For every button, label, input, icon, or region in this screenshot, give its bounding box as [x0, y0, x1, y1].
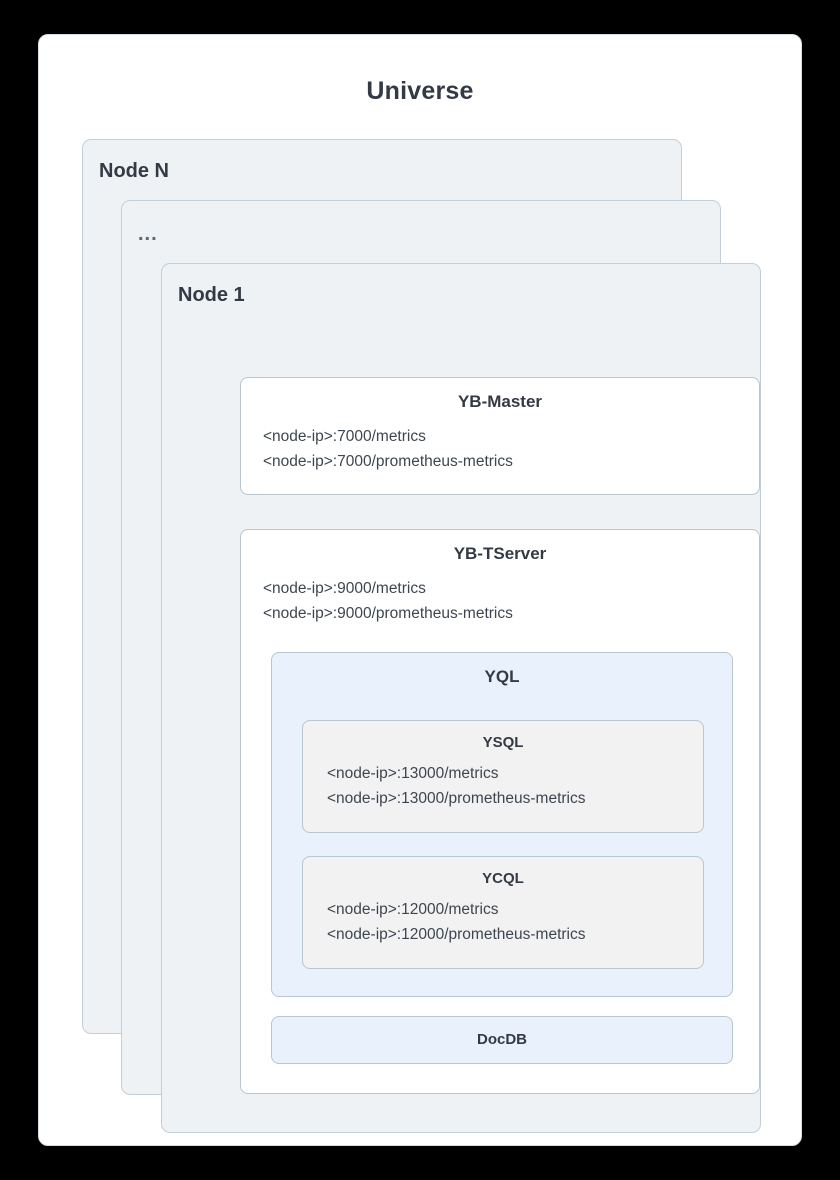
yb-tserver-title: YB-TServer [453, 544, 547, 563]
ysql-title: YSQL [482, 734, 524, 751]
ysql-box[interactable]: YSQL <node-ip>:13000/metrics <node-ip>:1… [302, 720, 704, 833]
endpoint-line: <node-ip>:13000/prometheus-metrics [327, 790, 586, 808]
endpoint-line: <node-ip>:12000/prometheus-metrics [327, 926, 586, 944]
yql-title: YQL [484, 667, 520, 686]
yb-tserver-endpoints: <node-ip>:9000/metrics <node-ip>:9000/pr… [241, 576, 759, 626]
yql-box[interactable]: YQL YSQL <node-ip>:13000/metrics <node-i… [271, 652, 733, 997]
docdb-title: DocDB [476, 1031, 527, 1048]
endpoint-line: <node-ip>:7000/metrics [263, 428, 426, 445]
endpoint-line: <node-ip>:12000/metrics [327, 901, 499, 918]
endpoint-line: <node-ip>:13000/metrics [327, 765, 499, 782]
yb-tserver-box[interactable]: YB-TServer <node-ip>:9000/metrics <node-… [240, 529, 760, 1094]
endpoint-line: <node-ip>:9000/metrics [263, 580, 426, 597]
ycql-endpoints: <node-ip>:12000/metrics <node-ip>:12000/… [303, 897, 703, 947]
docdb-box[interactable]: DocDB [271, 1016, 733, 1064]
endpoint-line: <node-ip>:9000/prometheus-metrics [263, 605, 513, 623]
yb-master-title: YB-Master [457, 392, 543, 411]
ycql-box[interactable]: YCQL <node-ip>:12000/metrics <node-ip>:1… [302, 856, 704, 969]
node-1-label: Node 1 [178, 284, 245, 306]
endpoint-line: <node-ip>:7000/prometheus-metrics [263, 453, 513, 471]
yb-master-box[interactable]: YB-Master <node-ip>:7000/metrics <node-i… [240, 377, 760, 495]
universe-title: Universe [366, 77, 474, 105]
yb-master-endpoints: <node-ip>:7000/metrics <node-ip>:7000/pr… [241, 424, 759, 474]
node-ellipsis-label: ... [138, 223, 158, 245]
node-card-node-1[interactable]: Node 1 YB-Master <node-ip>:7000/metrics … [161, 263, 761, 1133]
ycql-title: YCQL [482, 870, 524, 887]
universe-card: Universe Node N ... Node 1 YB-Master <no… [38, 34, 802, 1146]
ysql-endpoints: <node-ip>:13000/metrics <node-ip>:13000/… [303, 761, 703, 811]
node-n-label: Node N [99, 160, 169, 182]
